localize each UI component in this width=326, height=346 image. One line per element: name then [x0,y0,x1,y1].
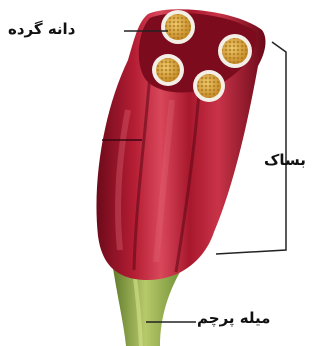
filament-label: میله پرچم [197,311,270,326]
pollen-grain-label: دانه گرده [8,22,75,37]
pollen-sac-3 [152,54,184,86]
anther-label: بساک [264,153,306,168]
pollen-sac-4 [193,70,225,102]
pollen-sac-2 [218,34,252,68]
pollen-sac-1 [161,10,195,44]
